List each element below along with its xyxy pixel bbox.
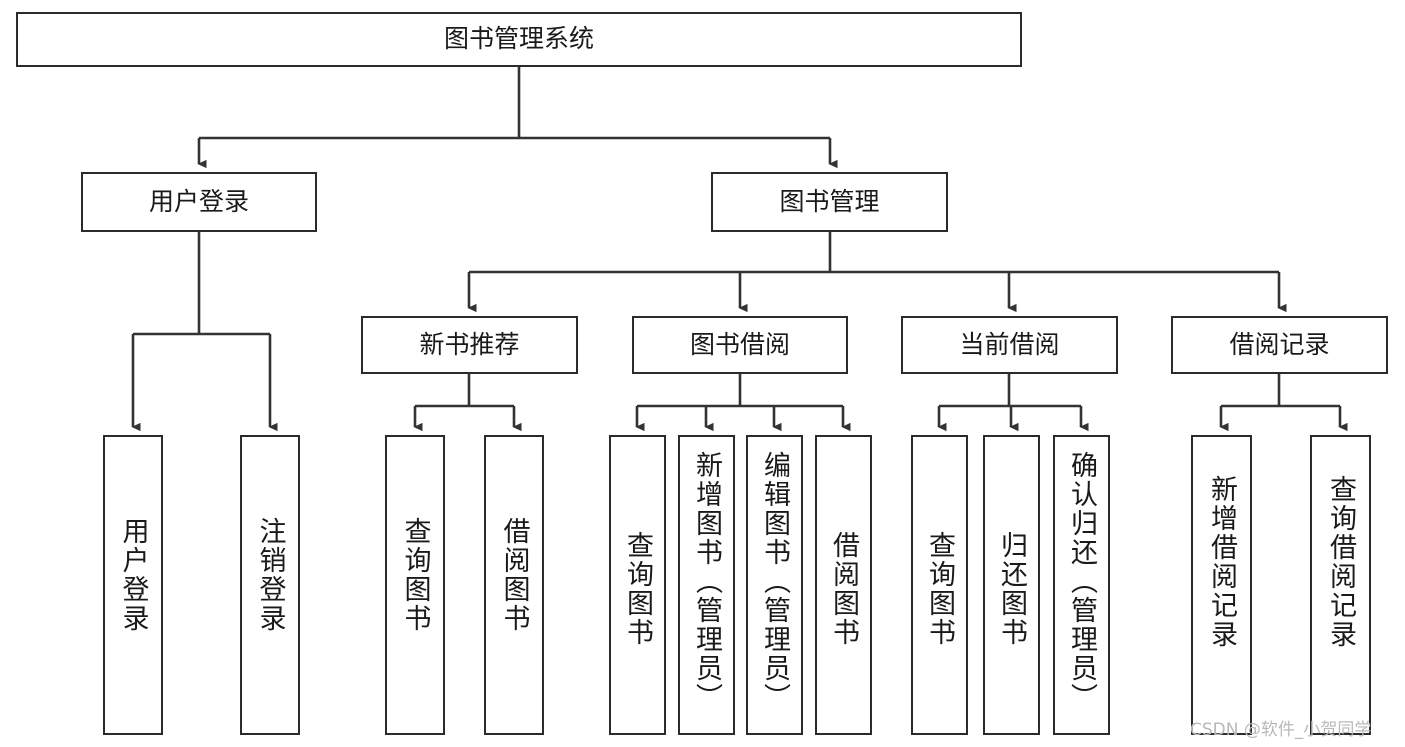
node-leaf-cb-return[interactable]: 归还图书	[983, 435, 1040, 735]
node-book-borrow-label: 图书借阅	[689, 329, 790, 359]
node-leaf-br-query[interactable]: 查询借阅记录	[1310, 435, 1371, 735]
node-new-book-rec[interactable]: 新书推荐	[361, 316, 578, 374]
node-leaf-br-add-label: 新增借阅记录	[1206, 475, 1237, 649]
node-leaf-bb-borrow-label: 借阅图书	[828, 531, 859, 647]
node-user-login-label: 用户登录	[148, 186, 249, 216]
node-user-login[interactable]: 用户登录	[81, 172, 317, 232]
node-borrow-record-label: 借阅记录	[1229, 329, 1330, 359]
node-leaf-bb-edit-label: 编辑图书（管理员）	[759, 451, 790, 712]
node-leaf-bb-query-label: 查询图书	[622, 531, 653, 647]
node-leaf-user-login[interactable]: 用户登录	[103, 435, 163, 735]
node-leaf-user-login-label: 用户登录	[117, 517, 149, 633]
node-leaf-nbr-query-label: 查询图书	[399, 517, 431, 633]
node-leaf-bb-borrow[interactable]: 借阅图书	[815, 435, 872, 735]
node-leaf-bb-edit[interactable]: 编辑图书（管理员）	[746, 435, 803, 735]
node-leaf-nbr-borrow-label: 借阅图书	[498, 517, 530, 633]
node-leaf-br-add[interactable]: 新增借阅记录	[1191, 435, 1252, 735]
node-current-borrow-label: 当前借阅	[959, 329, 1060, 359]
node-leaf-cb-query[interactable]: 查询图书	[911, 435, 968, 735]
node-leaf-cb-confirm[interactable]: 确认归还（管理员）	[1053, 435, 1110, 735]
csdn-watermark: CSDN @软件_小贺同学	[1190, 720, 1372, 740]
node-leaf-nbr-borrow[interactable]: 借阅图书	[484, 435, 544, 735]
node-leaf-bb-add[interactable]: 新增图书（管理员）	[678, 435, 735, 735]
node-leaf-br-query-label: 查询借阅记录	[1325, 475, 1356, 649]
node-leaf-cb-confirm-label: 确认归还（管理员）	[1066, 451, 1097, 712]
node-book-manage-label: 图书管理	[779, 186, 880, 216]
node-borrow-record[interactable]: 借阅记录	[1171, 316, 1388, 374]
node-leaf-bb-add-label: 新增图书（管理员）	[691, 451, 722, 712]
node-leaf-user-logout-label: 注销登录	[254, 517, 286, 633]
node-current-borrow[interactable]: 当前借阅	[901, 316, 1118, 374]
node-book-borrow[interactable]: 图书借阅	[632, 316, 848, 374]
node-leaf-user-logout[interactable]: 注销登录	[240, 435, 300, 735]
node-leaf-cb-return-label: 归还图书	[996, 531, 1027, 647]
node-root-label: 图书管理系统	[443, 24, 594, 54]
node-leaf-bb-query[interactable]: 查询图书	[609, 435, 666, 735]
node-leaf-nbr-query[interactable]: 查询图书	[385, 435, 445, 735]
node-new-book-rec-label: 新书推荐	[419, 329, 520, 359]
node-leaf-cb-query-label: 查询图书	[924, 531, 955, 647]
node-book-manage[interactable]: 图书管理	[711, 172, 948, 232]
node-root[interactable]: 图书管理系统	[16, 12, 1022, 67]
